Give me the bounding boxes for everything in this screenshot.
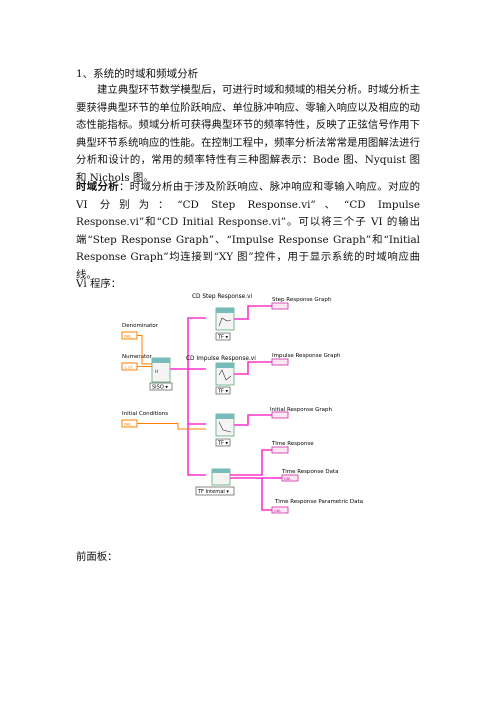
construct-tf-vi: H [151, 357, 171, 383]
initial-tf-selector: TF ▾ [215, 438, 231, 447]
front-panel-label: 前面板： [76, 551, 118, 563]
svg-text:TF ▾: TF ▾ [217, 389, 229, 395]
svg-text:TF ▾: TF ▾ [217, 441, 229, 447]
output-wires [230, 305, 272, 511]
svg-text:DBL: DBL [124, 334, 133, 339]
initial-graph-terminal [271, 411, 289, 419]
time-response-param-label: Time Response Parametric Data [274, 499, 363, 505]
svg-text:DBL: DBL [284, 477, 291, 481]
step-graph-terminal [271, 302, 289, 310]
impulse-response-vi [215, 362, 235, 386]
labview-block-diagram: Denominator DBL Numerator 1.23 Initial C… [112, 290, 380, 520]
tf-wire [170, 317, 206, 476]
impulse-graph-label: Impulse Response Graph [272, 353, 341, 359]
time-response-data-label: Time Response Data [281, 469, 339, 475]
siso-selector: SISO ▾ [149, 382, 173, 391]
time-response-terminal [271, 446, 289, 454]
step-tf-selector: TF ▾ [215, 332, 231, 341]
time-domain-paragraph: 时域分析：时域分析由于涉及阶跃响应、脉冲响应和零输入响应。对应的 VI 分别为：… [76, 179, 420, 285]
initial-conditions-label: Initial Conditions [122, 411, 168, 417]
time-response-param-terminal: DBL [271, 506, 289, 514]
svg-text:H: H [155, 369, 158, 375]
section-heading: 1、系统的时域和频域分析 [76, 68, 199, 80]
time-domain-text: ：时域分析由于涉及阶跃响应、脉冲响应和零输入响应。对应的 VI 分别为：“CD … [76, 181, 420, 281]
svg-text:1.23: 1.23 [124, 365, 133, 370]
time-response-data-vi [211, 468, 231, 486]
initial-conditions-terminal: DBL [121, 419, 138, 428]
time-response-label: Time Response [271, 441, 314, 447]
denominator-terminal: DBL [121, 331, 138, 340]
impulse-tf-selector: TF ▾ [215, 386, 231, 395]
ic-wire [137, 423, 206, 430]
svg-text:SISO ▾: SISO ▾ [152, 385, 168, 391]
step-response-vi [215, 307, 235, 331]
denominator-label: Denominator [122, 323, 159, 329]
intro-paragraph: 建立典型环节数学模型后，可进行时域和频域的相关分析。时域分析主要获得典型环节的单… [76, 84, 420, 184]
input-wires [137, 335, 152, 367]
svg-text:DBL: DBL [274, 509, 281, 513]
step-graph-label: Step Response Graph [272, 297, 332, 303]
svg-text:TF Internal ▾: TF Internal ▾ [197, 489, 229, 495]
numerator-terminal: 1.23 [121, 362, 138, 371]
time-domain-term: 时域分析 [76, 181, 120, 193]
initial-graph-label: Initial Response Graph [270, 407, 333, 413]
impulse-graph-terminal [271, 358, 289, 366]
svg-text:TF ▾: TF ▾ [217, 335, 229, 341]
time-response-data-terminal: DBL [281, 474, 299, 482]
numerator-label: Numerator [122, 354, 152, 360]
svg-text:DBL: DBL [124, 422, 133, 427]
step-vi-label: CD Step Response.vi [192, 294, 253, 300]
impulse-vi-label: CD Impulse Response.vi [186, 356, 256, 362]
tf-internal-selector: TF Internal ▾ [195, 486, 235, 496]
vi-program-label: Vi 程序： [76, 278, 122, 290]
initial-response-vi [215, 413, 235, 437]
